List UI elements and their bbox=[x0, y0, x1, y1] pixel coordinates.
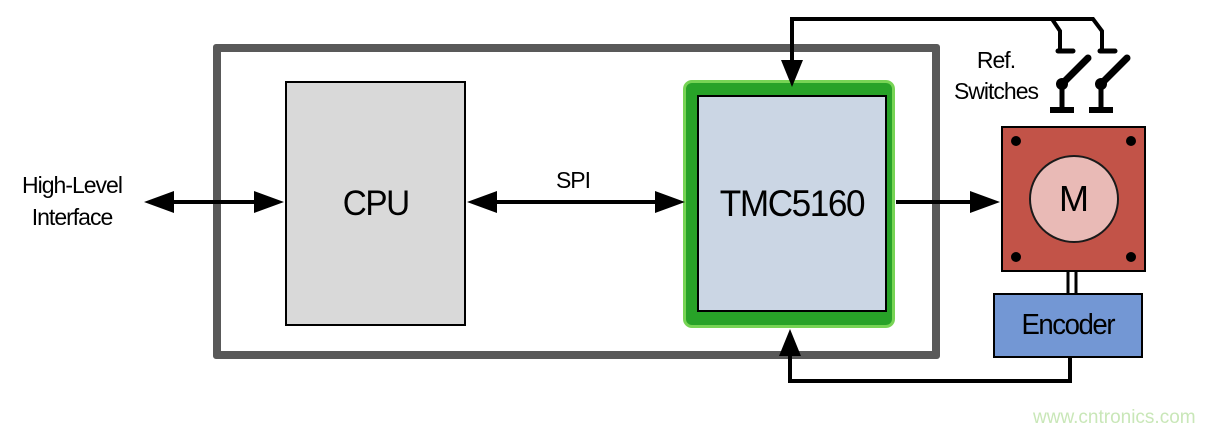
high-level-interface-label: High-Level Interface bbox=[22, 172, 123, 230]
ref-switches-label: Ref. Switches bbox=[953, 47, 1039, 104]
encoder-label: Encoder bbox=[1021, 309, 1116, 341]
encoder-block: Encoder bbox=[993, 293, 1143, 358]
motor-screw-dot bbox=[1126, 252, 1136, 262]
cpu-label: CPU bbox=[342, 183, 410, 223]
motor-screw-dot bbox=[1011, 136, 1021, 146]
watermark-text: www.cntronics.com bbox=[1033, 407, 1196, 428]
motor-screw-dot bbox=[1011, 252, 1021, 262]
motor-screw-dot bbox=[1126, 136, 1136, 146]
motor-label: M bbox=[1059, 178, 1089, 219]
motor-rotor-circle: M bbox=[1028, 155, 1119, 243]
cpu-block: CPU bbox=[285, 81, 466, 326]
motor-encoder-shaft bbox=[1066, 272, 1078, 294]
motor-block: M bbox=[1001, 126, 1146, 272]
ref-switch-symbol-right bbox=[1089, 54, 1131, 113]
tmc5160-block: TMC5160 bbox=[697, 95, 887, 312]
tmc5160-label: TMC5160 bbox=[719, 182, 866, 224]
spi-label: SPI bbox=[555, 167, 591, 193]
